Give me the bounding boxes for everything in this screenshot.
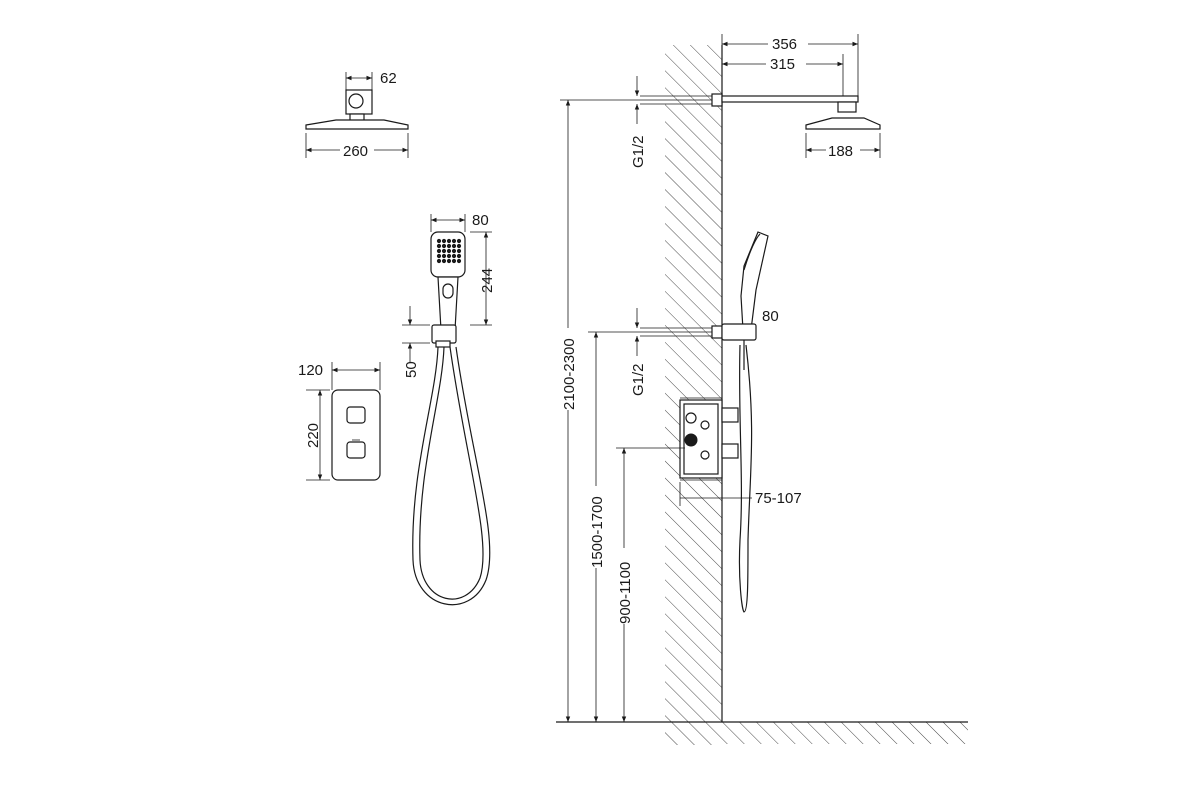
concealed-valve-box: 75-107 (679, 397, 802, 507)
dim-box-depth: 75-107 (755, 490, 802, 507)
dim-panel-height: 220 (305, 423, 322, 448)
dim-panel-width: 120 (298, 362, 323, 379)
thermostat-panel-front-view: 120 220 (298, 362, 381, 481)
dim-holder-offset: 80 (762, 308, 779, 325)
dim-arm-reach: 315 (770, 56, 795, 73)
wall-section (556, 45, 968, 745)
dim-valve-height-floor: 900-1100 (617, 562, 634, 624)
spray-nozzle-grid (436, 238, 462, 264)
dim-holder-height: 50 (403, 361, 420, 378)
dim-hand-length: 244 (479, 268, 496, 293)
height-dimensions: 2100-2300 1500-1700 900-1100 (556, 99, 712, 722)
dim-thread-top: G1/2 (630, 135, 647, 168)
hand-shower-front-view: 80 244 50 (402, 212, 496, 606)
dim-holder-height-floor: 1500-1700 (589, 496, 606, 568)
dim-thread-mid: G1/2 (630, 363, 647, 396)
dim-hand-width: 80 (472, 212, 489, 229)
dim-head-diameter: 260 (343, 143, 368, 160)
dim-head-neck-width: 62 (380, 70, 397, 87)
shower-arm-side-view: 356 315 188 G1/2 (630, 34, 881, 168)
dim-head-side: 188 (828, 143, 853, 160)
shower-head-front-view: 62 260 (305, 70, 409, 160)
dim-arm-total: 356 (772, 36, 797, 53)
dim-head-height: 2100-2300 (561, 338, 578, 410)
